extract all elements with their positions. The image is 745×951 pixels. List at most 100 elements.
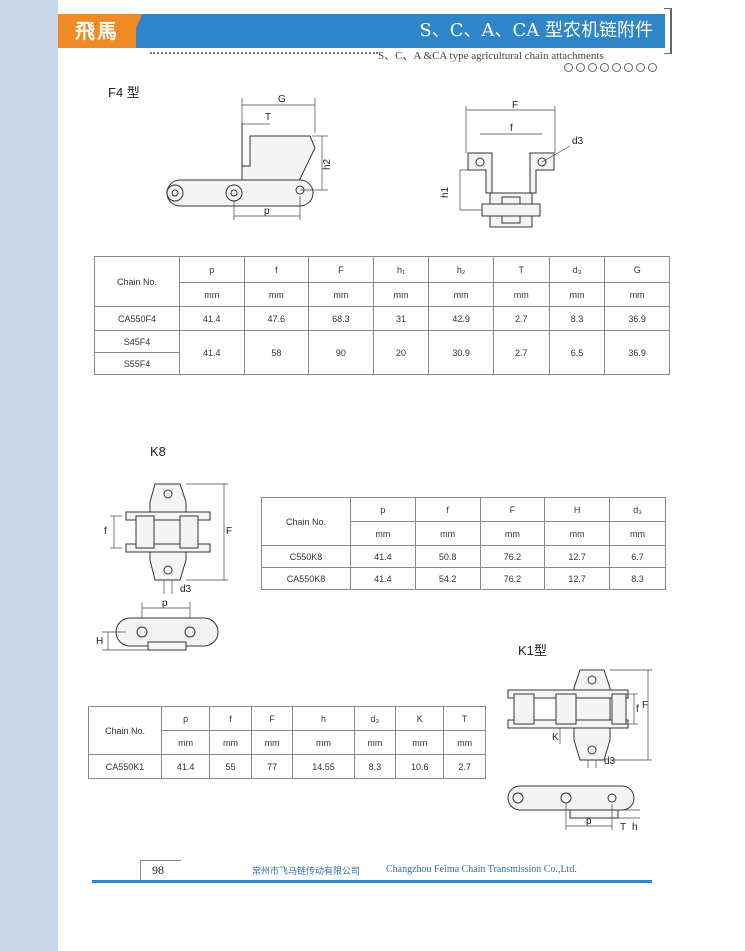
dim-F: F <box>512 100 518 111</box>
unit: mm <box>428 282 494 307</box>
th-F: F <box>250 706 294 731</box>
footer-tab <box>140 860 181 881</box>
th-T: T <box>443 706 486 731</box>
cell: 36.9 <box>604 330 670 375</box>
k8-label: K8 <box>150 444 166 459</box>
footer-line <box>92 880 652 883</box>
th-G: G <box>604 256 670 283</box>
cell: 41.4 <box>350 567 416 590</box>
unit: mm <box>209 730 252 755</box>
th-h2: h₂ <box>428 256 494 283</box>
th-h1: h₁ <box>372 256 430 283</box>
cell: 76.2 <box>479 567 546 590</box>
th-K: K <box>395 706 445 731</box>
cell: 77 <box>250 754 294 779</box>
unit: mm <box>443 730 486 755</box>
cell: 8.3 <box>609 567 666 590</box>
cell: 2.7 <box>492 306 550 331</box>
th-F: F <box>479 497 546 522</box>
company-name-cn: 常州市飞马链传动有限公司 <box>252 867 361 877</box>
unit: mm <box>544 521 611 546</box>
dim-p: p <box>264 206 270 217</box>
cell: 41.4 <box>350 545 416 568</box>
cell: CA550K1 <box>88 754 162 779</box>
dim-d3: d3 <box>180 584 192 595</box>
dim-h1: h1 <box>440 186 451 198</box>
subtitle-dots <box>150 52 378 54</box>
dim-H: H <box>96 636 103 647</box>
dim-p: p <box>162 598 168 609</box>
unit: mm <box>353 730 397 755</box>
unit: mm <box>250 730 294 755</box>
table-row: S55F4 <box>94 352 670 375</box>
cell: 10.6 <box>395 754 445 779</box>
unit: mm <box>179 282 245 307</box>
unit: mm <box>609 521 666 546</box>
dim-f: f <box>104 526 107 537</box>
cell: 12.7 <box>544 545 611 568</box>
th-d3: d₃ <box>609 497 666 522</box>
decor-circles <box>564 63 657 72</box>
cell: 8.3 <box>353 754 397 779</box>
unit: mm <box>292 730 355 755</box>
cell: 8.3 <box>548 306 606 331</box>
page-title: S、C、A、CA 型农机链附件 <box>419 20 653 41</box>
th-chain-no: Chain No. <box>88 706 162 755</box>
cell: 20 <box>372 330 430 375</box>
th-p: p <box>350 497 416 522</box>
unit: mm <box>492 282 550 307</box>
th-T: T <box>492 256 550 283</box>
dim-d3: d3 <box>572 136 584 147</box>
th-chain-no: Chain No. <box>261 497 351 546</box>
cell: CA550F4 <box>94 306 180 331</box>
company-name-en: Changzhou Feima Chain Transmission Co.,L… <box>386 864 577 875</box>
th-d3: d₃ <box>548 256 606 283</box>
th-f: f <box>243 256 310 283</box>
dim-p: p <box>586 816 592 827</box>
th-p: p <box>179 256 245 283</box>
th-H: H <box>544 497 611 522</box>
dim-f: f <box>510 123 513 134</box>
table-row: CA550K1 41.4 55 77 14.55 8.3 10.6 2.7 <box>88 754 486 779</box>
cell: 2.7 <box>492 330 550 375</box>
table-row: CA550F4 41.4 47.6 68.3 31 42.9 2.7 8.3 3… <box>94 306 670 331</box>
th-h: h <box>292 706 355 731</box>
cell: 31 <box>372 306 430 331</box>
th-d3: d₃ <box>353 706 397 731</box>
cell: 58 <box>243 330 310 375</box>
unit: mm <box>243 282 310 307</box>
unit: mm <box>308 282 374 307</box>
side-band <box>0 0 58 951</box>
cell: 90 <box>308 330 374 375</box>
page-number: 98 <box>152 863 164 877</box>
cell: 30.9 <box>428 330 494 375</box>
cell: C550K8 <box>261 545 351 568</box>
f4-side-drawing: G T h2 p <box>166 94 333 220</box>
cell: 42.9 <box>428 306 494 331</box>
k1-side-drawing: p h T <box>507 785 640 833</box>
table-row: CA550K8 41.4 54.2 76.2 12.7 8.3 <box>261 567 666 590</box>
k8-side-drawing: p H <box>96 598 219 651</box>
page-subtitle: S、C、A &CA type agricultural chain attach… <box>378 50 604 62</box>
cell: 14.55 <box>292 754 355 779</box>
cell: 12.7 <box>544 567 611 590</box>
table-row: S45F4 41.4 58 90 20 30.9 2.7 6.5 36.9 <box>94 330 670 375</box>
dim-F: F <box>226 526 232 537</box>
cell: S45F4 <box>94 330 180 353</box>
header-bracket <box>664 8 672 54</box>
dim-d3: d3 <box>604 756 616 767</box>
header-bar <box>132 14 665 48</box>
dim-h: h <box>632 822 638 833</box>
cell: 41.4 <box>179 306 245 331</box>
cell: 41.4 <box>179 330 245 375</box>
unit: mm <box>414 521 481 546</box>
cell: 41.4 <box>160 754 211 779</box>
unit: mm <box>160 730 211 755</box>
cell: 36.9 <box>604 306 670 331</box>
th-p: p <box>160 706 211 731</box>
dim-T: T <box>620 822 626 833</box>
cell: 6.7 <box>609 545 666 568</box>
th-f: f <box>414 497 481 522</box>
cell: S55F4 <box>94 352 180 375</box>
dim-K: K <box>552 732 559 743</box>
